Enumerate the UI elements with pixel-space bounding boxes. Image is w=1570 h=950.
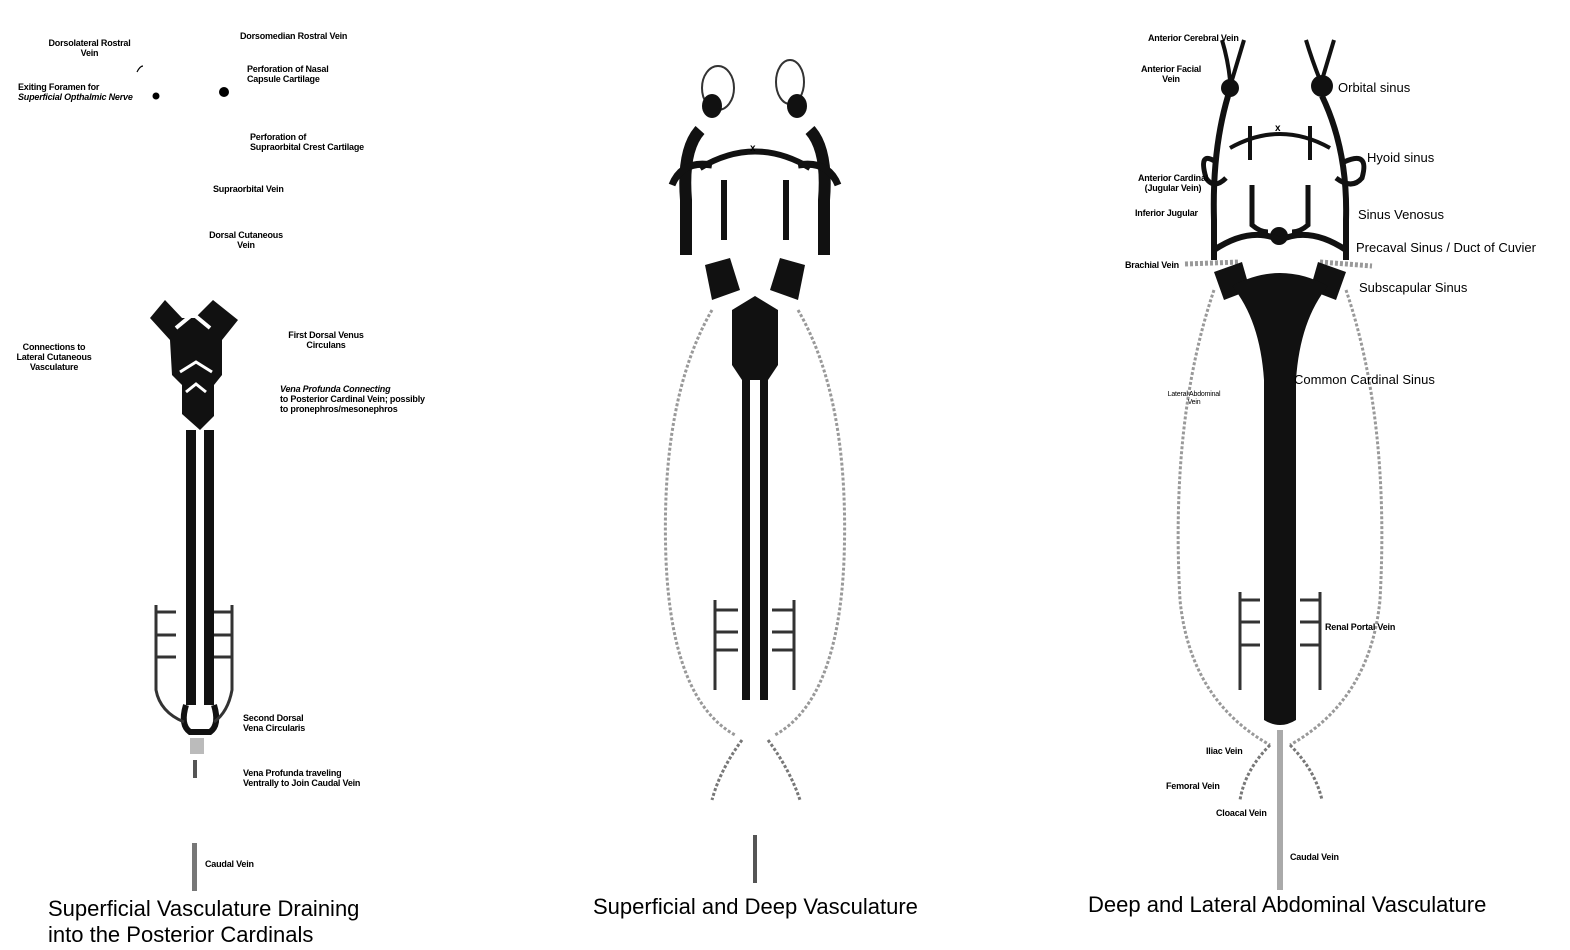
label-sinus-venosus: Sinus Venosus — [1358, 207, 1444, 222]
label-femoral-vein: Femoral Vein — [1166, 781, 1220, 791]
label-anterior-cardinal: Anterior Cardinal (Jugular Vein) — [1125, 173, 1221, 193]
label-brachial-vein: Brachial Vein — [1125, 260, 1179, 270]
lateral-abdominal-left-p3 — [1178, 290, 1270, 745]
anterior-cerebral-right — [1306, 40, 1334, 80]
label-caudal-vein-p3: Caudal Vein — [1290, 852, 1339, 862]
anterior-facial-node — [1221, 79, 1239, 97]
label-inferior-jugular: Inferior Jugular — [1135, 208, 1198, 218]
common-cardinal-sinus — [1232, 273, 1328, 725]
label-renal-portal-vein: Renal Portal Vein — [1325, 622, 1395, 632]
brachial-veins — [1185, 262, 1372, 266]
inferior-jugular-p3 — [1252, 185, 1308, 232]
label-hyoid-sinus: Hyoid sinus — [1367, 150, 1434, 165]
label-precaval-sinus: Precaval Sinus / Duct of Cuvier — [1356, 240, 1536, 255]
label-iliac-vein: Iliac Vein — [1206, 746, 1243, 756]
lateral-abdominal-right-p3 — [1290, 290, 1382, 745]
label-orbital-sinus: Orbital sinus — [1338, 80, 1410, 95]
label-cloacal-vein: Cloacal Vein — [1216, 808, 1267, 818]
anterior-cardinal-right-p3 — [1322, 96, 1346, 260]
label-anterior-facial-vein: Anterior Facial Vein — [1133, 64, 1209, 84]
label-common-cardinal-sinus: Common Cardinal Sinus — [1294, 372, 1435, 387]
label-lateral-abdominal-vein: Lateral Abdominal Vein — [1148, 391, 1240, 407]
label-subscapular-sinus: Subscapular Sinus — [1359, 280, 1467, 295]
label-anterior-cerebral-vein: Anterior Cerebral Vein — [1148, 33, 1239, 43]
anterior-cerebral-left — [1222, 40, 1244, 80]
caption-panel3: Deep and Lateral Abdominal Vasculature — [1088, 892, 1486, 918]
cross-vessel-p3 — [1230, 134, 1330, 148]
precaval-sinus — [1214, 235, 1346, 250]
orbital-sinus-node — [1311, 75, 1333, 97]
caudal-vein-p3 — [1277, 730, 1283, 890]
marker-x-p3: x — [1275, 124, 1280, 134]
